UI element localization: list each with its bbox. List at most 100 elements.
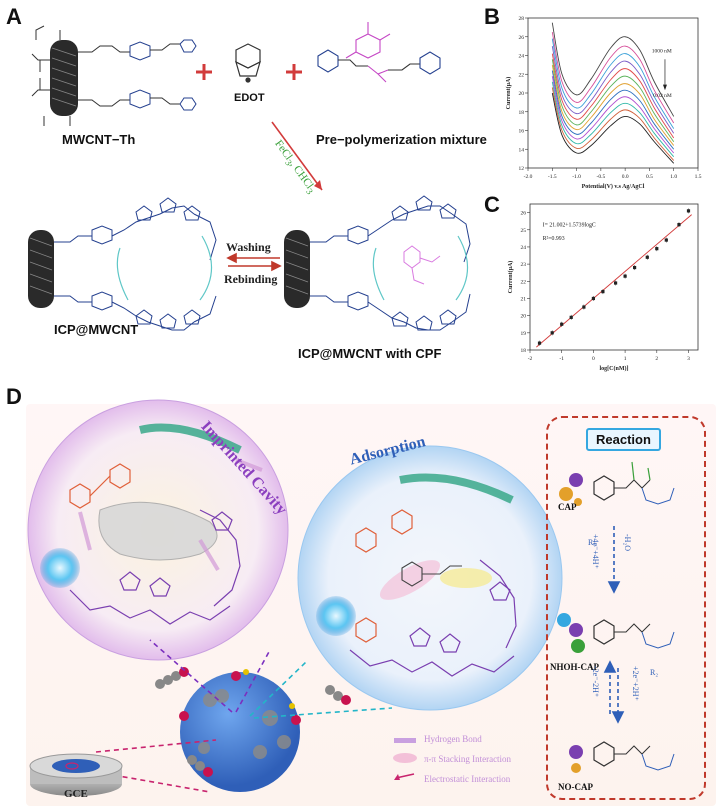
label-mwcnt-th: MWCNT−Th bbox=[62, 132, 136, 147]
label-prepolymerization: Pre−polymerization mixture bbox=[316, 132, 487, 147]
y-tick-label: 22 bbox=[521, 279, 527, 285]
series-line-12 bbox=[551, 92, 675, 164]
x-tick-label: 1.0 bbox=[670, 174, 677, 180]
legend-pi-stacking: π-π Stacking Interaction bbox=[424, 754, 512, 764]
regression-equation: I= 21.002+1.5739logC bbox=[543, 222, 596, 228]
panel-letter-a: A bbox=[6, 4, 22, 29]
label-step2-forward: +2e⁻+2H⁺ bbox=[631, 666, 640, 701]
y-tick-label: 18 bbox=[521, 348, 527, 354]
y-tick-label: 19 bbox=[521, 331, 527, 337]
no-cap-molecule bbox=[569, 741, 675, 773]
x-tick-label: 2 bbox=[655, 356, 658, 362]
icp-mwcnt-cpf-structure bbox=[284, 195, 471, 331]
y-tick-label: 21 bbox=[521, 296, 527, 302]
series-line-9 bbox=[551, 76, 675, 154]
series-line-5 bbox=[551, 53, 675, 139]
cpf-template-molecule bbox=[403, 245, 441, 285]
x-tick-label: -1.0 bbox=[572, 174, 581, 180]
reaction-arrow-2 bbox=[603, 660, 625, 724]
x-tick-label: 3 bbox=[687, 356, 690, 362]
y-tick-label: 24 bbox=[519, 54, 525, 60]
cap-molecule bbox=[559, 461, 675, 506]
annotation-002nm: 0.02 nM bbox=[653, 93, 672, 99]
imprinted-cavity-bubble bbox=[27, 399, 289, 661]
data-point bbox=[601, 290, 605, 294]
fit-line bbox=[536, 214, 692, 348]
legend-electrostatic: Electrostatic Interaction bbox=[424, 774, 511, 784]
x-tick-label: 1.5 bbox=[695, 174, 702, 180]
annotation-1000nm: 1000 nM bbox=[652, 49, 672, 55]
label-no-cap: NO-CAP bbox=[558, 782, 593, 792]
reaction-arrow-1 bbox=[607, 526, 621, 594]
y-tick-label: 23 bbox=[521, 262, 527, 268]
data-point bbox=[591, 296, 595, 301]
polymerization-arrow bbox=[271, 121, 323, 191]
label-r2: R₂ bbox=[650, 668, 659, 677]
reaction-title: Reaction bbox=[586, 428, 661, 451]
series-line-1 bbox=[551, 22, 675, 117]
series-line-8 bbox=[551, 70, 675, 150]
x-tick-label: -2.0 bbox=[524, 174, 533, 180]
series-line-2 bbox=[551, 31, 675, 124]
y-tick-label: 18 bbox=[519, 110, 525, 116]
y-axis-label: Current(μA) bbox=[505, 77, 512, 110]
y-tick-label: 14 bbox=[519, 147, 525, 153]
plus-icon bbox=[196, 64, 212, 80]
y-tick-label: 25 bbox=[521, 228, 527, 234]
mwcnt-composite-sphere bbox=[179, 669, 301, 792]
icp-mwcnt-structure bbox=[28, 197, 217, 331]
data-point bbox=[560, 322, 564, 326]
x-tick-label: -1.5 bbox=[548, 174, 557, 180]
reaction-scheme bbox=[557, 461, 675, 773]
plus-icon-2 bbox=[286, 64, 302, 80]
x-tick-label: 1 bbox=[624, 356, 627, 362]
y-axis-label: Current(μA) bbox=[507, 261, 514, 294]
panel-letter-c: C bbox=[484, 192, 500, 217]
prepolymerization-mixture-structure bbox=[317, 22, 441, 83]
reaction-box bbox=[546, 416, 706, 800]
washing-rebinding-arrows bbox=[226, 252, 282, 272]
x-tick-label: -2 bbox=[528, 356, 533, 362]
floating-molecules bbox=[155, 667, 351, 777]
y-tick-label: 16 bbox=[519, 129, 525, 135]
label-rebinding: Rebinding bbox=[224, 272, 278, 286]
series-line-11 bbox=[551, 87, 675, 161]
x-tick-label: -1 bbox=[559, 356, 564, 362]
label-icp-mwcnt-cpf: ICP@MWCNT with CPF bbox=[298, 346, 442, 361]
data-point bbox=[623, 274, 627, 278]
annotation-arrowhead bbox=[662, 84, 667, 91]
data-point bbox=[633, 265, 637, 270]
series-line-6 bbox=[551, 59, 675, 143]
series-line-10 bbox=[551, 81, 675, 158]
label-icp-mwcnt: ICP@MWCNT bbox=[54, 322, 139, 337]
label-nhoh-cap: NHOH-CAP bbox=[550, 662, 599, 672]
data-point bbox=[582, 305, 586, 309]
data-point bbox=[569, 315, 573, 319]
mwcnt-th-structure bbox=[31, 25, 197, 126]
y-tick-label: 28 bbox=[519, 16, 525, 22]
nhoh-cap-molecule bbox=[557, 613, 675, 653]
edot-structure bbox=[235, 43, 261, 83]
legend-marks bbox=[393, 738, 417, 780]
x-axis-label: log[C(nM)] bbox=[600, 365, 629, 372]
y-tick-label: 24 bbox=[521, 245, 527, 251]
gce-electrode bbox=[29, 753, 123, 796]
series-line-7 bbox=[551, 64, 675, 146]
data-point bbox=[686, 209, 691, 213]
data-point bbox=[677, 223, 681, 227]
label-cap: CAP bbox=[558, 502, 577, 512]
y-tick-label: 26 bbox=[519, 35, 525, 41]
data-point bbox=[537, 341, 542, 345]
y-tick-label: 26 bbox=[521, 211, 527, 217]
plot-frame bbox=[529, 203, 699, 351]
label-step2-reverse: -2e⁻-2H⁺ bbox=[591, 666, 600, 698]
r-squared: R²=0.993 bbox=[543, 236, 565, 242]
panel-letter-d: D bbox=[6, 384, 22, 409]
panel-a-schematic bbox=[28, 22, 471, 331]
y-tick-label: 22 bbox=[519, 72, 525, 78]
x-tick-label: -0.5 bbox=[596, 174, 605, 180]
label-step1-reverse: -H₂O bbox=[623, 534, 632, 552]
legend-hydrogen-bond: Hydrogen Bond bbox=[424, 734, 482, 744]
y-tick-label: 12 bbox=[519, 166, 525, 172]
